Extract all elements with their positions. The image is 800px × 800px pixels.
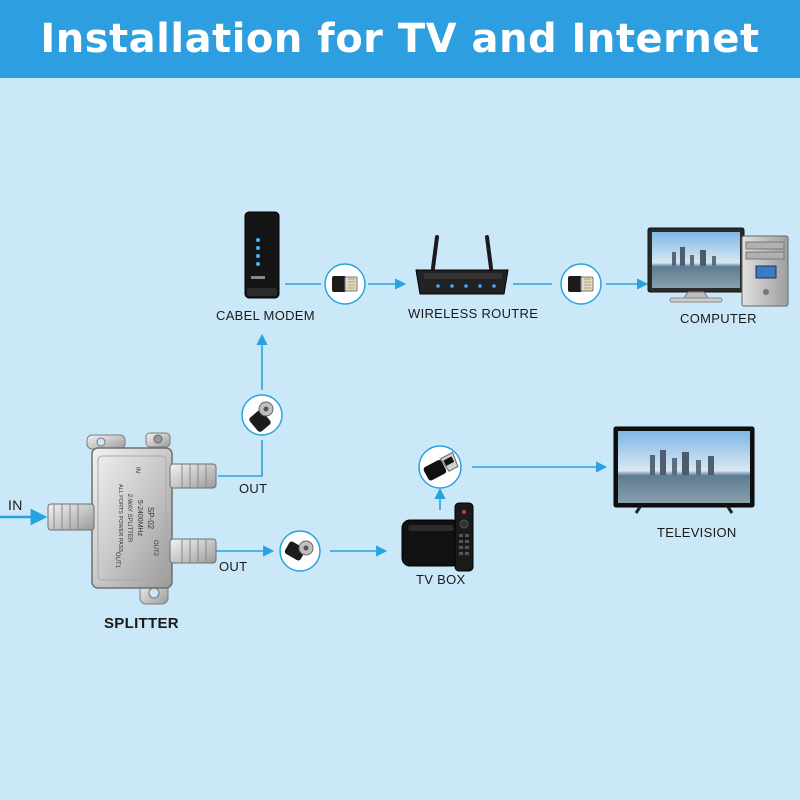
label-computer: COMPUTER bbox=[680, 311, 757, 326]
ethernet-connector-2-icon bbox=[560, 263, 602, 305]
label-television: TELEVISION bbox=[657, 525, 737, 540]
television-icon bbox=[613, 426, 755, 514]
coax-connector-bottom-icon bbox=[279, 530, 321, 572]
splitter-freq: 5-2400MHz bbox=[136, 500, 143, 537]
ethernet-connector-1-icon bbox=[324, 263, 366, 305]
coax-connector-top-icon bbox=[241, 394, 283, 436]
label-tv-box: TV BOX bbox=[416, 572, 466, 587]
line-splitter-to-coax-top bbox=[218, 440, 263, 477]
page-title: Installation for TV and Internet bbox=[40, 16, 760, 62]
splitter-desc: 2-WAY SPLITTER bbox=[126, 494, 132, 543]
hdmi-connector-icon bbox=[418, 445, 462, 489]
splitter-pass: ALL PORTS POWER PASS bbox=[117, 484, 123, 552]
splitter-out2: OUT2 bbox=[152, 540, 158, 557]
splitter-out1: OUT1 bbox=[114, 552, 120, 569]
tv-box-icon bbox=[401, 502, 474, 572]
splitter-in-port: IN bbox=[134, 467, 140, 473]
label-out-top: OUT bbox=[239, 481, 268, 496]
splitter-model: SP-02 bbox=[146, 507, 155, 530]
label-wireless-router: WIRELESS ROUTRE bbox=[408, 306, 539, 321]
computer-icon bbox=[647, 227, 789, 307]
label-in: IN bbox=[8, 497, 23, 513]
splitter-icon: SP-02 5-2400MHz 2-WAY SPLITTER ALL PORTS… bbox=[47, 432, 217, 605]
cable-modem-icon bbox=[244, 211, 280, 299]
label-splitter: SPLITTER bbox=[104, 615, 179, 632]
wireless-router-icon bbox=[415, 235, 509, 295]
label-cable-modem: CABEL MODEM bbox=[216, 308, 315, 323]
label-out-bottom: OUT bbox=[219, 559, 248, 574]
title-banner: Installation for TV and Internet bbox=[0, 0, 800, 78]
connection-lines bbox=[0, 278, 649, 557]
